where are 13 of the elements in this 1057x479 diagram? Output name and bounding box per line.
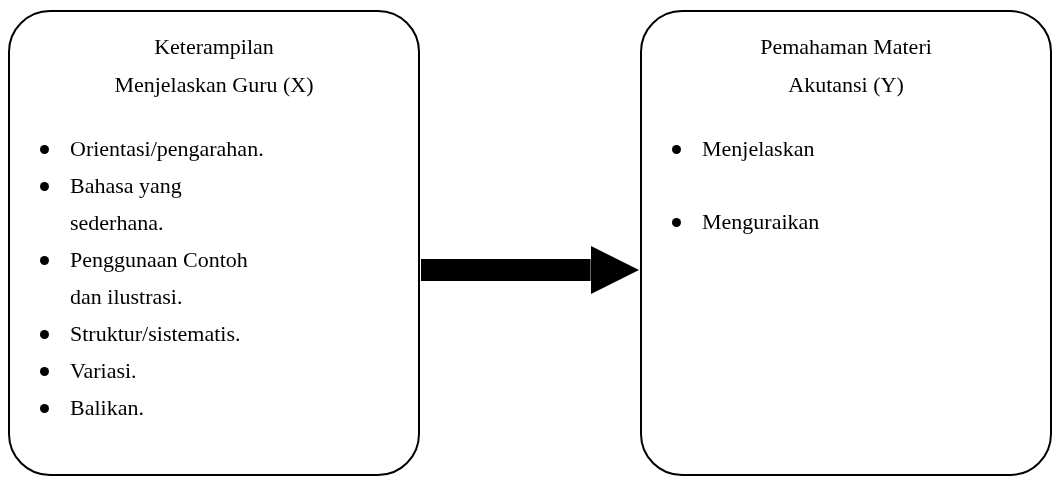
rounded-box xyxy=(8,10,420,476)
box-title: Keterampilan Menjelaskan Guru (X) xyxy=(113,33,315,99)
bullet-item: Orientasi/pengarahan. xyxy=(70,135,265,163)
bullet-item: Menguraikan xyxy=(702,208,821,236)
bullet-item: Menjelaskan xyxy=(702,135,816,163)
bullet-item: Penggunaan Contoh dan ilustrasi. xyxy=(70,246,249,311)
bullet-item: Variasi. xyxy=(70,357,138,385)
rounded-box xyxy=(640,10,1052,476)
box-title: Pemahaman Materi Akutansi (Y) xyxy=(759,33,933,99)
bullet-item: Bahasa yang sederhana. xyxy=(70,172,183,237)
bullet-item: Balikan. xyxy=(70,394,145,422)
block-arrow xyxy=(421,245,639,295)
bullet-item: Struktur/sistematis. xyxy=(70,320,242,348)
